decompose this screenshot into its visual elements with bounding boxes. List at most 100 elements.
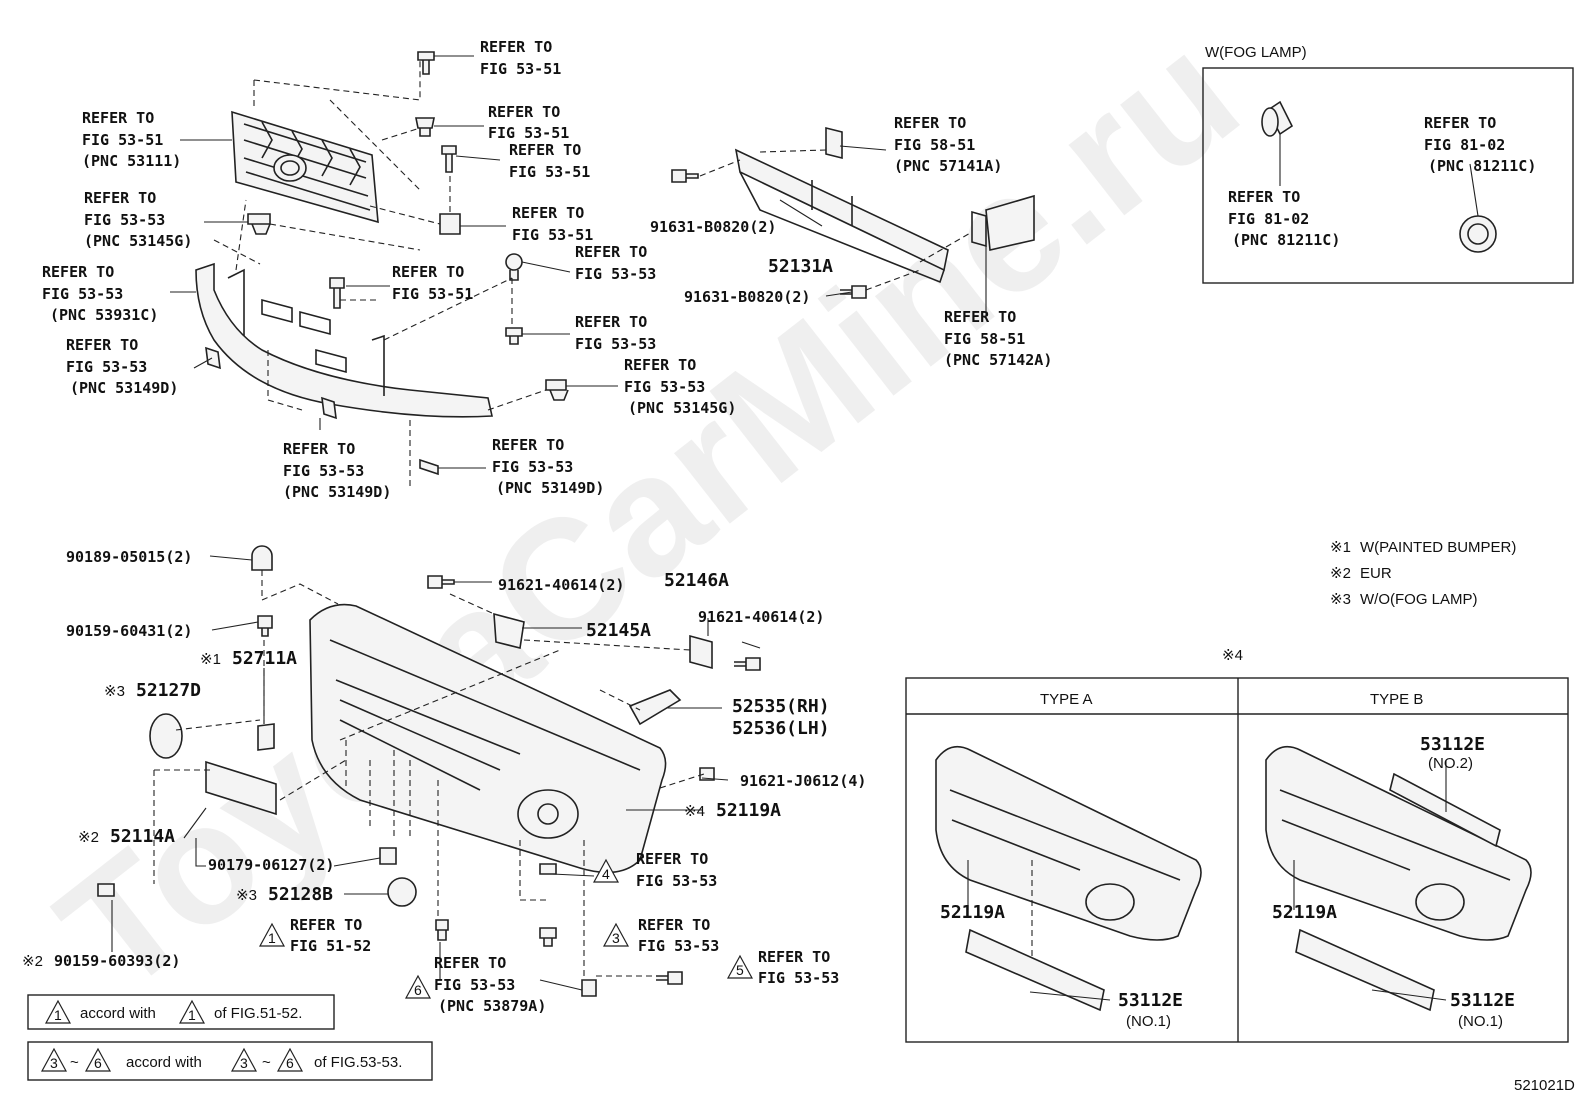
- svg-text:3: 3: [240, 1055, 248, 1071]
- svg-text:FIG 58-51: FIG 58-51: [944, 330, 1025, 348]
- clip-90189[interactable]: [251, 545, 273, 571]
- plate-52114A[interactable]: [205, 760, 277, 816]
- label-refer-2: REFER TO FIG 53-51 (PNC 53111): [82, 109, 181, 170]
- svg-text:REFER TO: REFER TO: [290, 916, 362, 934]
- svg-text:FIG 53-53: FIG 53-53: [636, 872, 717, 890]
- svg-text:FIG 53-51: FIG 53-51: [509, 163, 590, 181]
- grille-screw[interactable]: [417, 51, 435, 75]
- type-b-grille-no2[interactable]: [1389, 772, 1501, 848]
- mark-90159-60393: ※2: [22, 953, 43, 970]
- part-91631-B0820-b: 91631-B0820(2): [684, 288, 810, 306]
- svg-text:(PNC 53149D): (PNC 53149D): [70, 379, 178, 397]
- label-refer-17: REFER TO FIG 81-02 (PNC 81211C): [1228, 188, 1340, 249]
- frame-clip-2[interactable]: [505, 327, 523, 345]
- type-a-bumper[interactable]: [935, 745, 1202, 941]
- svg-text:※2: ※2: [1330, 565, 1351, 582]
- frame-screw-1[interactable]: [505, 253, 523, 281]
- bracket-52145A[interactable]: [493, 612, 525, 649]
- svg-text:REFER TO: REFER TO: [894, 114, 966, 132]
- svg-text:REFER TO: REFER TO: [392, 263, 464, 281]
- svg-text:REFER TO: REFER TO: [575, 313, 647, 331]
- mark-52114A: ※2: [78, 829, 99, 846]
- label-refer-5: REFER TO FIG 53-53 (PNC 53145G): [84, 189, 192, 250]
- reinforcement-bolt-1[interactable]: [671, 169, 699, 183]
- diagram-code: 521021D: [1514, 1077, 1575, 1094]
- clip-53-53-6[interactable]: [581, 979, 597, 997]
- part-52145A: 52145A: [586, 620, 651, 641]
- svg-text:1: 1: [188, 1007, 196, 1023]
- lamp-cover-52127D[interactable]: [149, 713, 183, 759]
- part-52127D: 52127D: [136, 680, 201, 701]
- type-b-bumper[interactable]: [1265, 745, 1532, 941]
- type-a-grille[interactable]: [965, 928, 1105, 1012]
- grille-clip-1[interactable]: [415, 117, 435, 137]
- bumper-reinforcement[interactable]: [734, 148, 949, 284]
- fog-box-title: W(FOG LAMP): [1205, 44, 1307, 61]
- fog-lamp-unit[interactable]: [1459, 215, 1497, 253]
- front-bumper-cover[interactable]: [309, 603, 667, 874]
- svg-text:of FIG.51-52.: of FIG.51-52.: [214, 1005, 302, 1022]
- cover-52128B[interactable]: [387, 877, 417, 907]
- mark-52127D: ※3: [104, 683, 125, 700]
- bracket-57141A[interactable]: [825, 126, 843, 160]
- svg-text:FIG 53-53: FIG 53-53: [758, 969, 839, 987]
- part-52711A: 52711A: [232, 648, 297, 669]
- clip-53-53-3[interactable]: [539, 927, 557, 947]
- legend-box-2: 3 ~ 6 accord with 3 ~ 6 of FIG.53-53.: [27, 1041, 433, 1081]
- bracket-52146A[interactable]: [689, 634, 713, 670]
- svg-text:W(PAINTED BUMPER): W(PAINTED BUMPER): [1360, 539, 1516, 556]
- part-52119A: 52119A: [716, 800, 781, 821]
- type-b-header: TYPE B: [1370, 691, 1423, 708]
- svg-text:5: 5: [736, 962, 744, 978]
- label-refer-16: REFER TO FIG 58-51 (PNC 57142A): [944, 308, 1052, 369]
- type-a-52119A: 52119A: [940, 902, 1005, 923]
- retainer-52711A[interactable]: [257, 723, 275, 751]
- svg-text:REFER TO: REFER TO: [434, 954, 506, 972]
- svg-text:EUR: EUR: [1360, 565, 1392, 582]
- type-box: [905, 677, 1569, 1043]
- svg-text:1: 1: [54, 1007, 62, 1023]
- svg-text:FIG 53-53: FIG 53-53: [638, 937, 719, 955]
- grille-frame[interactable]: [195, 262, 493, 418]
- bolt-91621-J0612[interactable]: [699, 767, 715, 781]
- arm-57142A[interactable]: [971, 194, 1035, 251]
- frame-clip[interactable]: [329, 277, 345, 309]
- frame-pad-left[interactable]: [205, 346, 221, 370]
- svg-text:FIG 53-53: FIG 53-53: [84, 211, 165, 229]
- grille-nut[interactable]: [439, 213, 461, 235]
- label-refer-19: REFER TO FIG 53-53: [636, 850, 717, 890]
- mark-52119A: ※4: [684, 803, 705, 820]
- grille-screw-2[interactable]: [441, 145, 457, 173]
- part-91621-J0612: 91621-J0612(4): [740, 772, 866, 790]
- svg-text:FIG 53-53: FIG 53-53: [42, 285, 123, 303]
- svg-text:(PNC 53111): (PNC 53111): [82, 152, 181, 170]
- clip-53-53-4[interactable]: [539, 863, 557, 875]
- label-refer-11: REFER TO FIG 53-53: [575, 313, 656, 353]
- part-90189-05015: 90189-05015(2): [66, 548, 192, 566]
- clip-53145G-right[interactable]: [545, 379, 569, 401]
- bolt-91621-2[interactable]: [734, 657, 761, 671]
- label-refer-15: REFER TO FIG 58-51 (PNC 57141A): [894, 114, 1002, 175]
- screw-53-53-5[interactable]: [656, 971, 683, 985]
- part-90179-06127: 90179-06127(2): [208, 856, 334, 874]
- screw-90159-top[interactable]: [257, 615, 273, 637]
- frame-pad-bottom-2[interactable]: [419, 458, 439, 476]
- nut-90179[interactable]: [379, 847, 397, 865]
- type-b-grille-no1[interactable]: [1295, 928, 1435, 1012]
- tri-marker-5: 5: [726, 954, 754, 979]
- frame-pad-bottom[interactable]: [321, 396, 337, 420]
- label-refer-13: REFER TO FIG 53-53 (PNC 53149D): [283, 440, 391, 501]
- tri-marker-1: 1: [258, 922, 286, 947]
- svg-text:REFER TO: REFER TO: [492, 436, 564, 454]
- screw-51-52[interactable]: [435, 919, 449, 941]
- screw-90159-bottom[interactable]: [97, 883, 115, 897]
- type-b-52119A: 52119A: [1272, 902, 1337, 923]
- radiator-grille[interactable]: [231, 110, 379, 224]
- svg-text:6: 6: [286, 1055, 294, 1071]
- clip-53145G-top[interactable]: [247, 213, 271, 235]
- svg-text:(PNC 81211C): (PNC 81211C): [1428, 157, 1536, 175]
- label-refer-12: REFER TO FIG 53-53 (PNC 53145G): [624, 356, 736, 417]
- fog-lamp-cover[interactable]: [1261, 100, 1294, 137]
- bracket-52535[interactable]: [628, 689, 682, 726]
- part-52131A: 52131A: [768, 256, 833, 277]
